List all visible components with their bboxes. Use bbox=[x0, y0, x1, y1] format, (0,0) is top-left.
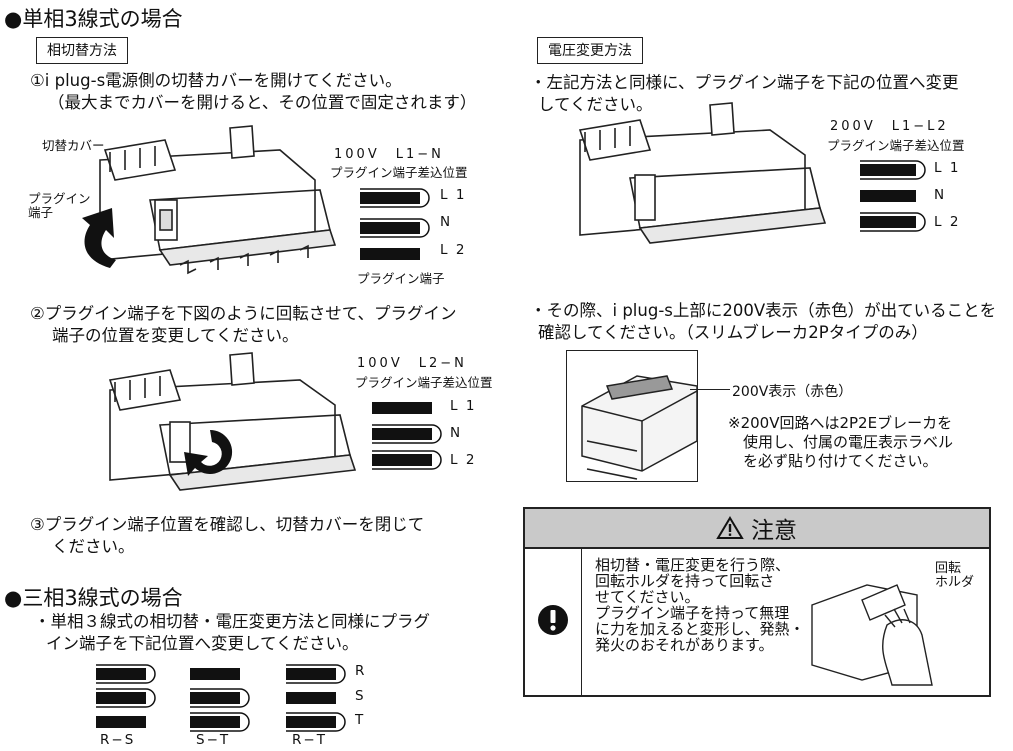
row-label-r: R bbox=[355, 663, 367, 679]
fig1-term-n: N bbox=[440, 214, 453, 230]
indicator-photo bbox=[566, 350, 698, 482]
caution-text: 相切替・電圧変更を行う際、 回転ホルダを持って回転さ せてください。 プラグイン… bbox=[595, 557, 805, 653]
row-label-t: T bbox=[355, 712, 366, 728]
three-phase-text: ・単相３線式の相切替・電圧変更方法と同様にプラグ bbox=[34, 612, 430, 631]
voltage-change-label: 電圧変更方法 bbox=[537, 37, 643, 64]
remark-block: ※200V回路へは2P2Eブレーカを 使用し、付属の電圧表示ラベル を必ず貼り付… bbox=[728, 414, 953, 471]
remark-line3: を必ず貼り付けてください。 bbox=[743, 452, 938, 470]
caution-line: 発火のおそれがあります。 bbox=[595, 636, 774, 654]
step2-text-2: 端子の位置を変更してください。 bbox=[52, 326, 299, 345]
step1-note: （最大までカバーを開けると、その位置で固定されます） bbox=[48, 93, 477, 112]
fig1-term-l1: L 1 bbox=[440, 187, 467, 203]
indicator-leader-line bbox=[690, 389, 730, 390]
group-label-rt: R−T bbox=[292, 732, 327, 748]
plugin-label-line1: プラグイン bbox=[28, 191, 91, 206]
fig2-terminal-bars bbox=[372, 402, 442, 470]
fig1-plugin-label: プラグイン端子 bbox=[357, 271, 445, 286]
warning-triangle-icon bbox=[716, 516, 744, 539]
three-phase-terminal-bars bbox=[96, 664, 346, 732]
switch-cover-label: 切替カバー bbox=[42, 138, 105, 153]
fig2-term-l1: L 1 bbox=[450, 398, 477, 414]
caution-line: に力を加えると変形し、発熱・ bbox=[595, 620, 805, 638]
remark-line1: ※200V回路へは2P2Eブレーカを bbox=[728, 414, 953, 432]
caution-line: 相切替・電圧変更を行う際、 bbox=[595, 556, 791, 574]
breaker-figure-2 bbox=[108, 352, 357, 491]
indicator-note: ・その際、i plug-s上部に200V表示（赤色）が出ていることを bbox=[530, 301, 997, 320]
group-label-rs: R−S bbox=[100, 732, 136, 748]
caution-line: せてください。 bbox=[595, 588, 700, 606]
fig1-voltage: 100V L1−N bbox=[334, 147, 444, 162]
step3-text-2: ください。 bbox=[52, 537, 135, 556]
caution-divider bbox=[581, 549, 582, 695]
hand-holding-holder-figure bbox=[811, 584, 933, 686]
fig3-terminal-bars bbox=[860, 160, 926, 232]
row-label-s: S bbox=[355, 688, 366, 704]
indicator-note-2: 確認してください。（スリムブレーカ2Pタイプのみ） bbox=[538, 323, 928, 342]
fig1-term-l2: L 2 bbox=[440, 242, 467, 258]
plugin-terminal-label: プラグイン 端子 bbox=[28, 192, 91, 220]
fig2-term-l2: L 2 bbox=[450, 452, 477, 468]
single-phase-title: ●単相3線式の場合 bbox=[4, 7, 183, 31]
fig1-position: プラグイン端子差込位置 bbox=[330, 165, 468, 180]
breaker-figure-3 bbox=[578, 102, 827, 244]
fig1-terminal-bars bbox=[360, 188, 430, 260]
step3-text: ③プラグイン端子位置を確認し、切替カバーを閉じて bbox=[30, 515, 425, 534]
remark-line2: 使用し、付属の電圧表示ラベル bbox=[743, 433, 954, 451]
holder-label-line1: 回転 bbox=[935, 561, 962, 576]
three-phase-text-2: イン端子を下記位置へ変更してください。 bbox=[46, 634, 359, 653]
fig3-voltage: 200V L1−L2 bbox=[830, 119, 949, 134]
voltage-change-text: ・左記方法と同様に、プラグイン端子を下記の位置へ変更 bbox=[530, 73, 959, 92]
phase-switch-label: 相切替方法 bbox=[36, 37, 128, 64]
caution-box: 注意 相切替・電圧変更を行う際、 回転ホルダを持って回転さ せてください。 プラ… bbox=[523, 507, 991, 697]
three-phase-title: ●三相3線式の場合 bbox=[4, 586, 183, 610]
voltage-change-text-2: してください。 bbox=[538, 95, 653, 114]
indicator-label: 200V表示（赤色） bbox=[732, 384, 853, 400]
breaker-figure-1 bbox=[82, 125, 337, 275]
fig3-position: プラグイン端子差込位置 bbox=[827, 138, 965, 153]
step1-text: ①i plug-s電源側の切替カバーを開けてください。 bbox=[30, 71, 402, 90]
caution-line: プラグイン端子を持って無理 bbox=[595, 604, 790, 622]
plugin-label-line2: 端子 bbox=[28, 205, 54, 220]
step2-text: ②プラグイン端子を下図のように回転させて、プラグイン bbox=[30, 304, 457, 323]
fig3-term-n: N bbox=[934, 187, 947, 203]
holder-label-line2: ホルダ bbox=[935, 575, 975, 590]
fig2-position: プラグイン端子差込位置 bbox=[355, 375, 493, 390]
caution-line: 回転ホルダを持って回転さ bbox=[595, 572, 775, 590]
caution-title: 注意 bbox=[751, 518, 797, 544]
group-label-st: S−T bbox=[196, 732, 231, 748]
holder-label: 回転 ホルダ bbox=[935, 562, 974, 590]
caution-header: 注意 bbox=[525, 509, 989, 549]
exclamation-icon bbox=[538, 605, 568, 635]
fig3-term-l1: L 1 bbox=[934, 160, 961, 176]
fig2-voltage: 100V L2−N bbox=[357, 356, 467, 371]
fig3-term-l2: L 2 bbox=[934, 214, 961, 230]
fig2-term-n: N bbox=[450, 425, 463, 441]
